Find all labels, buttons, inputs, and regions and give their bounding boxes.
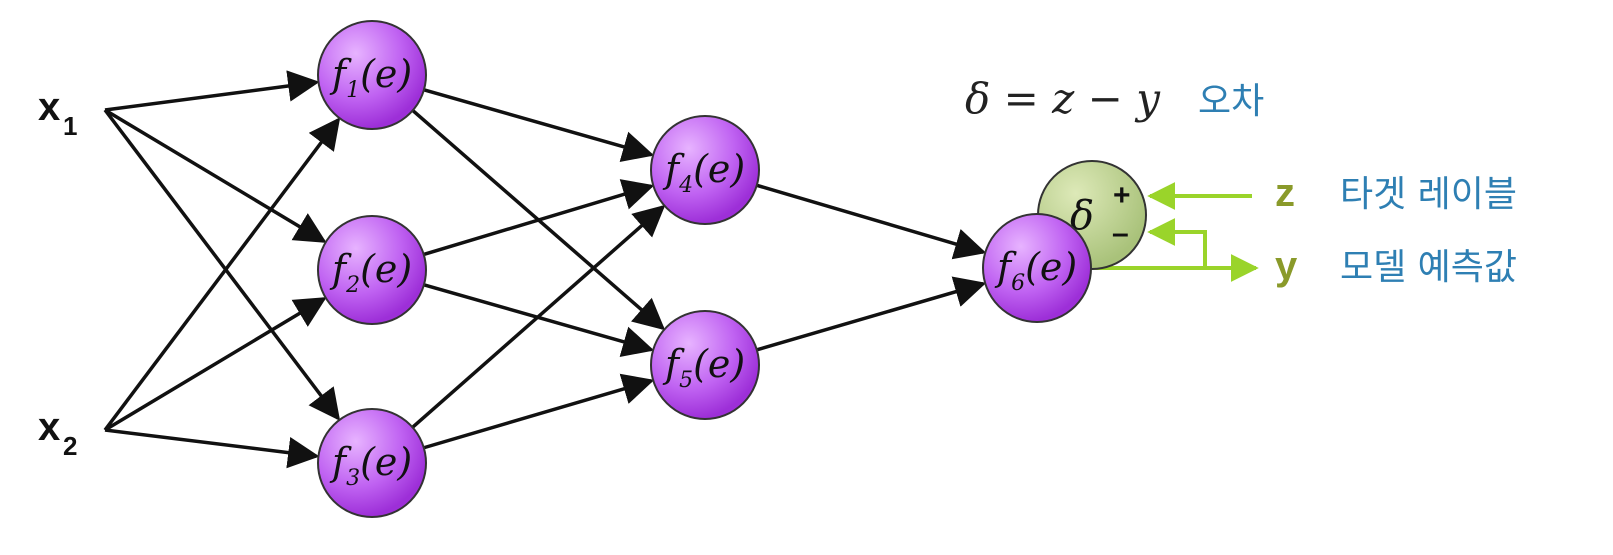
error-equation: δ = z − y [965, 74, 1161, 123]
error-feedback-arrows [1090, 182, 1259, 282]
edge-f1-f4 [423, 88, 655, 163]
edge-f2-f4 [423, 179, 655, 257]
neuron-f1-label: f1(e) [329, 52, 412, 103]
edge-x2-f3 [104, 428, 320, 469]
neuron-f2-circle [317, 215, 427, 325]
connection-layer [103, 70, 987, 469]
input-x2-base: x [38, 405, 60, 449]
edge-x2-f1 [103, 117, 341, 432]
neuron-f2-label: f2(e) [329, 247, 412, 298]
edge-x2-f2 [104, 297, 327, 432]
neuron-f2: f2(e) [317, 215, 427, 325]
neuron-f5-circle [650, 310, 760, 420]
edge-x1-f2 [104, 108, 327, 243]
error-label: 오차 [1198, 81, 1264, 122]
neuron-f5: f5(e) [650, 310, 760, 420]
input-x1-sub: 1 [63, 111, 77, 141]
input-x2-sub: 2 [63, 431, 77, 461]
edge-f3-f5 [423, 373, 655, 450]
input-x1-base: x [38, 85, 60, 129]
neuron-f3-circle [317, 408, 427, 518]
edge-f5-f6 [756, 276, 987, 352]
neuron-layer: f1(e) f2(e) f3(e) f4(e) f5(e) f6(e) [317, 20, 1092, 518]
prediction-symbol: y [1275, 244, 1298, 288]
error-node-minus: – [1112, 217, 1129, 250]
neuron-f4-circle [650, 115, 760, 225]
edge-f3-f4 [411, 204, 666, 429]
edge-x1-f1 [104, 70, 320, 112]
prediction-label: 모델 예측값 [1340, 247, 1517, 288]
neuron-f5-label: f5(e) [662, 342, 745, 393]
edge-x1-f3 [103, 108, 341, 421]
input-x1: x 1 [38, 85, 77, 141]
neuron-f4: f4(e) [650, 115, 760, 225]
input-x2: x 2 [38, 405, 77, 461]
neuron-f4-label: f4(e) [662, 147, 745, 198]
neuron-f1: f1(e) [317, 20, 427, 130]
error-node-plus: + [1113, 179, 1131, 212]
neuron-f6-label: f6(e) [994, 245, 1077, 296]
neuron-f3: f3(e) [317, 408, 427, 518]
target-symbol: z [1275, 171, 1295, 215]
neuron-f6: f6(e) [982, 213, 1092, 323]
target-label: 타겟 레이블 [1340, 174, 1517, 215]
edge-f4-f6 [756, 183, 987, 260]
neuron-f6-circle [982, 213, 1092, 323]
neuron-f1-circle [317, 20, 427, 130]
prediction-feedback-arrow [1147, 218, 1207, 268]
neuron-f3-label: f3(e) [329, 440, 412, 491]
